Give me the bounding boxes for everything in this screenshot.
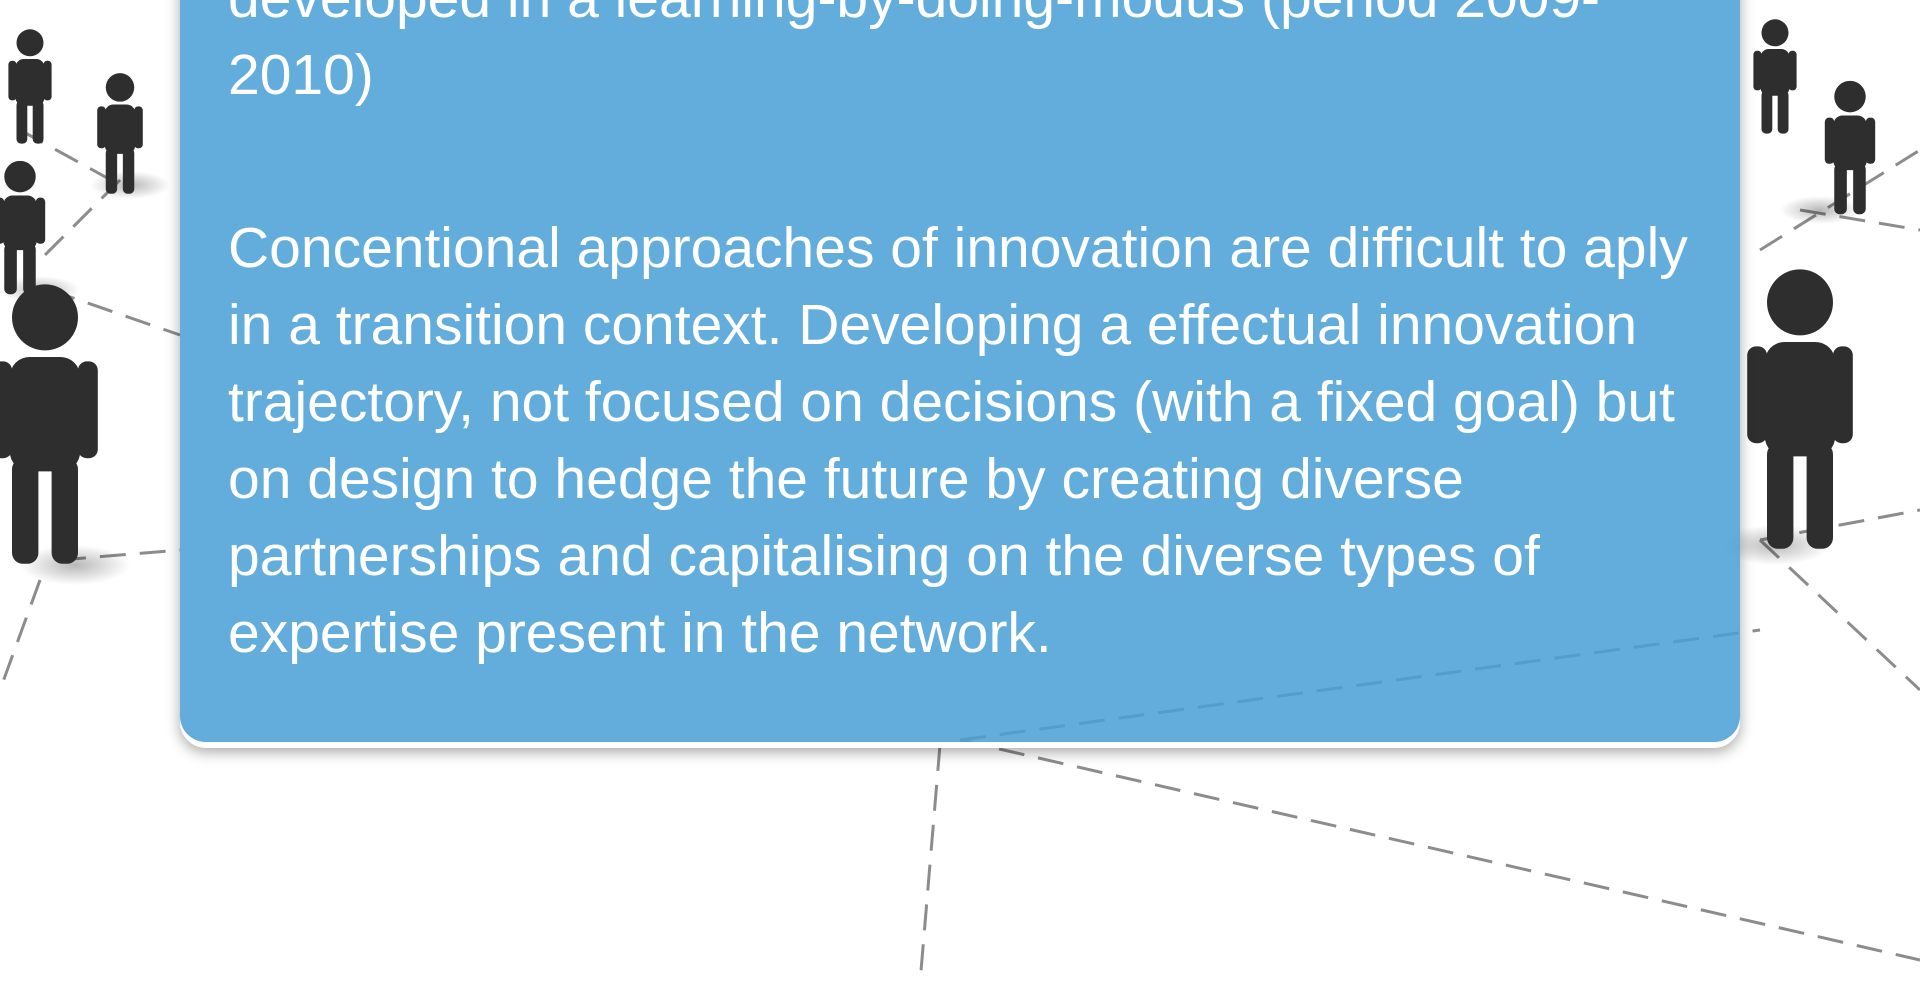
paragraph-innovation-approach: Concentional approaches of innovation ar… [228,216,1688,665]
text-box: developed in a learning-by-doing-modus (… [180,0,1740,742]
paragraph-development-modus: developed in a learning-by-doing-modus (… [228,0,1600,107]
person-icon [1747,19,1876,549]
